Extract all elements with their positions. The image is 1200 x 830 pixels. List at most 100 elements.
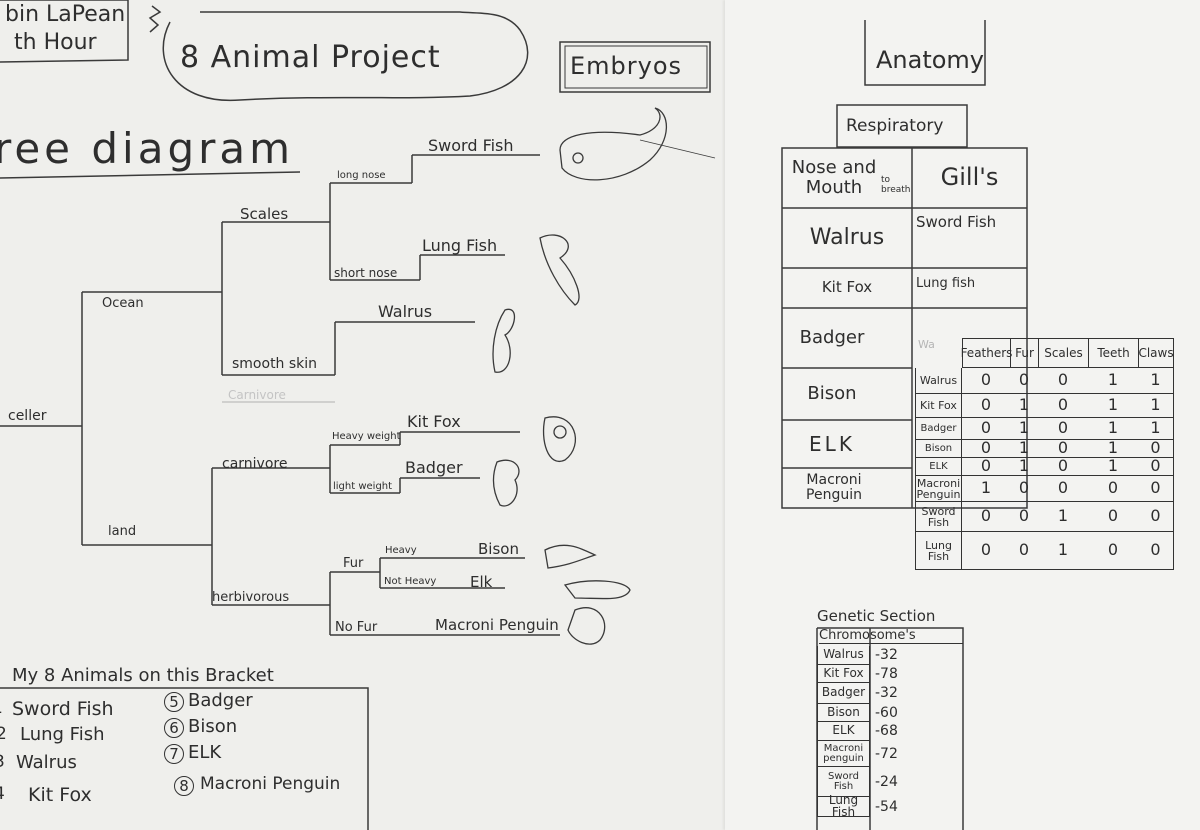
traits-header-cell: Fur	[1010, 338, 1038, 368]
traits-row-label: Kit Fox	[915, 394, 962, 418]
respiratory-cell: Lung fish	[916, 276, 976, 292]
traits-value-cell: 0	[1138, 457, 1174, 476]
traits-row-label: Lung Fish	[915, 532, 962, 570]
genetic-section-subtitle: Chromosome's	[819, 628, 963, 644]
tree-label-heavy: Heavy	[385, 545, 417, 556]
genetic-value-cell: -60	[875, 704, 898, 721]
traits-value-cell: 0	[1138, 439, 1174, 458]
bracket-item: Walrus	[16, 752, 77, 773]
bracket-item: Badger	[188, 690, 253, 711]
traits-value-cell: 0	[1038, 394, 1088, 418]
respiratory-cell: Badger	[799, 326, 865, 348]
traits-row-label: ELK	[915, 458, 962, 476]
traits-value-cell: 0	[1038, 439, 1088, 458]
genetic-animal-cell: Lung Fish	[817, 794, 870, 818]
traits-header-cell: Claws	[1138, 338, 1174, 368]
genetic-animal-cell: Bison	[817, 704, 870, 722]
traits-value-cell: 1	[1088, 457, 1138, 476]
genetic-value-cell: -32	[875, 685, 898, 702]
tree-label-fur: Fur	[343, 556, 364, 571]
respiratory-faint-text: Wa	[918, 338, 935, 351]
genetic-animal-cell: Kit Fox	[817, 665, 870, 683]
tree-label-carnivore: carnivore	[222, 456, 288, 472]
genetic-value-cell: -78	[875, 665, 898, 682]
traits-row-label: Walrus	[915, 368, 962, 394]
traits-value-cell: 0	[1038, 457, 1088, 476]
leaf-sword-fish: Sword Fish	[428, 136, 514, 155]
traits-row-label: Badger	[915, 418, 962, 440]
respiratory-col1-header: Nose and Mouth	[791, 157, 877, 198]
bracket-item-number: 1	[0, 698, 3, 718]
bracket-item-number: 4	[0, 784, 5, 804]
tree-label-heavy-weight: Heavy weight	[332, 431, 401, 442]
anatomy-label: Anatomy	[876, 46, 985, 74]
tree-label-no-fur: No Fur	[335, 620, 378, 635]
name-line-2: th Hour	[14, 30, 97, 55]
traits-header-cell: Feathers	[961, 338, 1012, 368]
traits-value-cell: 0	[962, 368, 1010, 394]
project-title: 8 Animal Project	[180, 40, 441, 75]
leaf-elk: Elk	[470, 573, 493, 591]
bracket-item: Lung Fish	[20, 724, 105, 745]
genetic-animal-cell: Sword Fish	[817, 767, 870, 797]
genetic-section-title: Genetic Section	[817, 607, 936, 625]
traits-value-cell: 0	[962, 394, 1010, 418]
leaf-lung-fish: Lung Fish	[422, 236, 498, 255]
traits-header-cell: Teeth	[1088, 338, 1138, 368]
tree-diagram-title: ree diagram	[0, 124, 295, 173]
genetic-animal-cell: Walrus	[817, 646, 870, 665]
tree-label-not-heavy: Not Heavy	[384, 576, 437, 587]
traits-value-cell: 0	[1088, 476, 1138, 502]
genetic-value-cell: -68	[875, 723, 898, 740]
traits-value-cell: 0	[962, 532, 1010, 570]
bracket-item-number: 5	[164, 692, 184, 712]
traits-value-cell: 1	[1038, 502, 1088, 532]
respiratory-cell: ELK	[809, 431, 855, 456]
tree-label-scales: Scales	[240, 205, 289, 223]
name-line-1: bin LaPean	[5, 2, 126, 27]
traits-value-cell: 0	[1010, 502, 1038, 532]
traits-value-cell: 0	[962, 502, 1010, 532]
traits-header-cell: Scales	[1038, 338, 1088, 368]
respiratory-col1-header-note: to breath	[881, 175, 911, 195]
traits-value-cell: 0	[1010, 476, 1038, 502]
respiratory-title: Respiratory	[846, 116, 944, 136]
leaf-bison: Bison	[478, 540, 519, 558]
leaf-kit-fox: Kit Fox	[407, 412, 461, 431]
tree-label-light-weight: light weight	[333, 481, 393, 492]
traits-value-cell: 0	[1038, 476, 1088, 502]
genetic-animal-cell: ELK	[817, 722, 870, 741]
traits-value-cell: 1	[1088, 394, 1138, 418]
respiratory-cell: Sword Fish	[916, 213, 997, 232]
respiratory-cell: Walrus	[809, 225, 885, 251]
traits-row-label: Bison	[915, 440, 962, 458]
traits-value-cell: 0	[962, 457, 1010, 476]
traits-value-cell: 1	[1010, 439, 1038, 458]
bracket-item: Sword Fish	[12, 698, 114, 720]
traits-value-cell: 0	[1010, 532, 1038, 570]
traits-value-cell: 0	[1088, 502, 1138, 532]
tree-root-label: celler	[8, 408, 47, 424]
embryos-label: Embryos	[570, 52, 683, 80]
bracket-item-number: 3	[0, 752, 5, 772]
bracket-item-number: 8	[174, 776, 194, 796]
traits-value-cell: 1	[1138, 394, 1174, 418]
tree-label-land: land	[108, 524, 137, 539]
traits-value-cell: 1	[1088, 368, 1138, 394]
bracket-item-number: 6	[164, 718, 184, 738]
traits-value-cell: 1	[1038, 532, 1088, 570]
leaf-walrus: Walrus	[378, 302, 433, 321]
tree-label-smooth-skin: smooth skin	[232, 356, 318, 372]
traits-value-cell: 1	[1010, 394, 1038, 418]
genetic-value-cell: -24	[875, 773, 898, 790]
respiratory-cell: Macroni Penguin	[806, 472, 862, 503]
traits-value-cell: 0	[1088, 532, 1138, 570]
tree-label-herbivorous: herbivorous	[212, 590, 290, 605]
traits-value-cell: 1	[1010, 418, 1038, 440]
traits-value-cell: 0	[1138, 502, 1174, 532]
traits-value-cell: 1	[962, 476, 1010, 502]
leaf-badger: Badger	[405, 458, 463, 477]
traits-value-cell: 0	[1038, 368, 1088, 394]
